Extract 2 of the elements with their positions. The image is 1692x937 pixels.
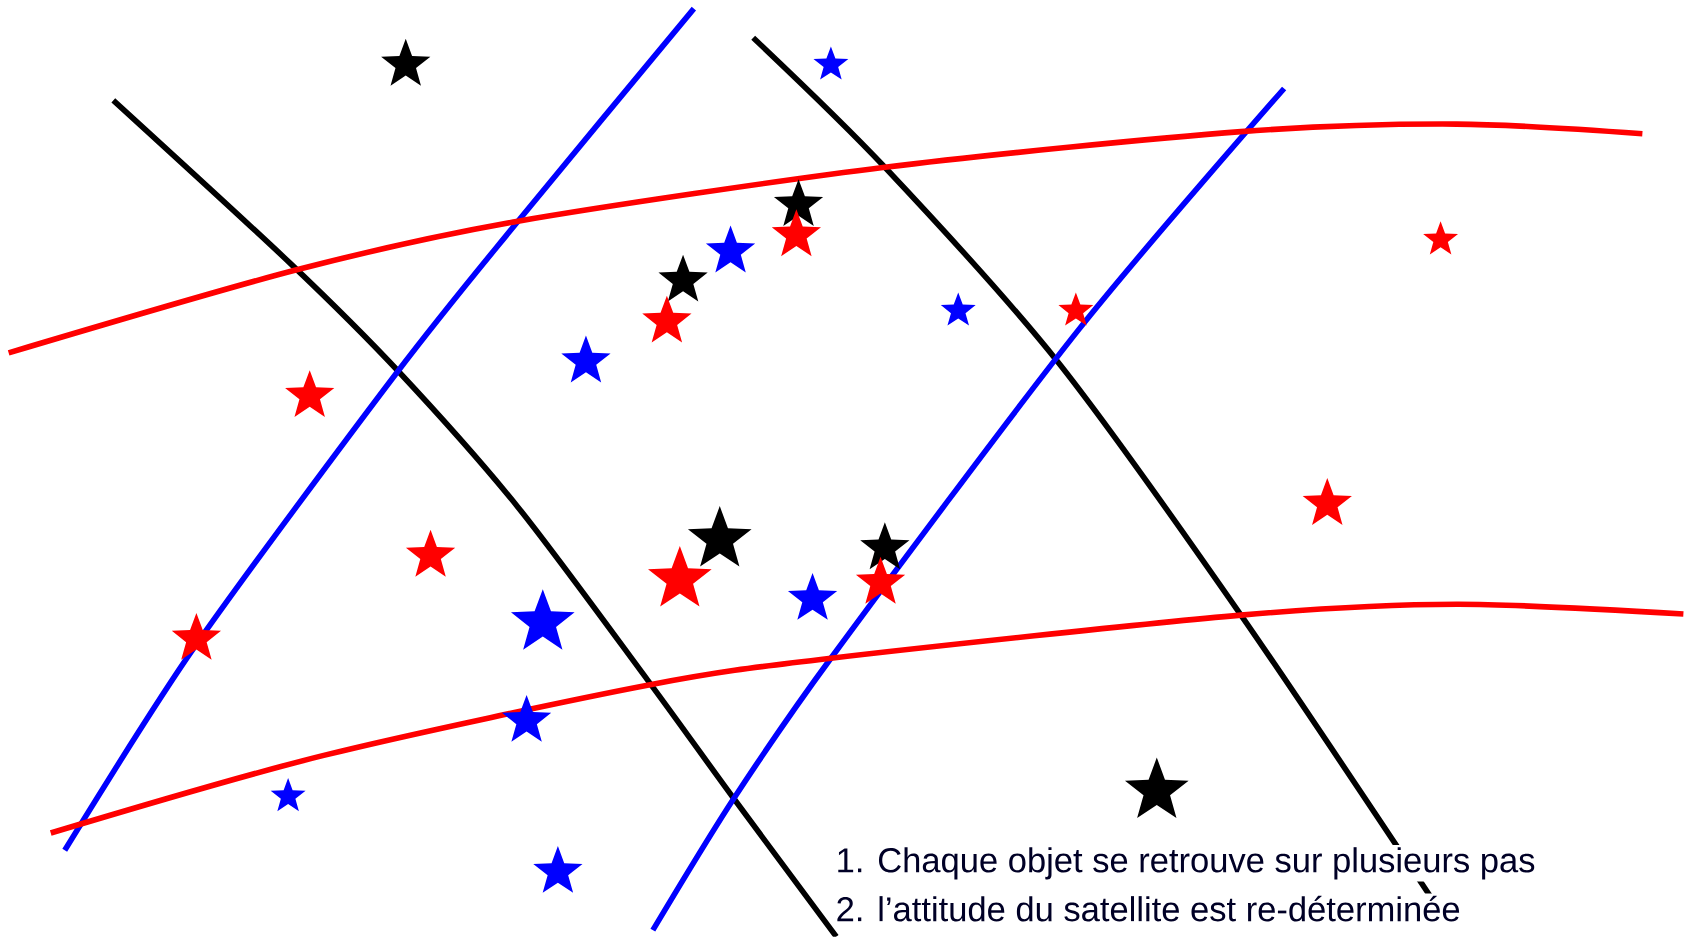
note-text: 1. Chaque objet se retrouve sur plusieurs pas	[833, 845, 1538, 882]
note-text: 2. l’attitude du satellite est re-déterminée	[833, 893, 1463, 924]
